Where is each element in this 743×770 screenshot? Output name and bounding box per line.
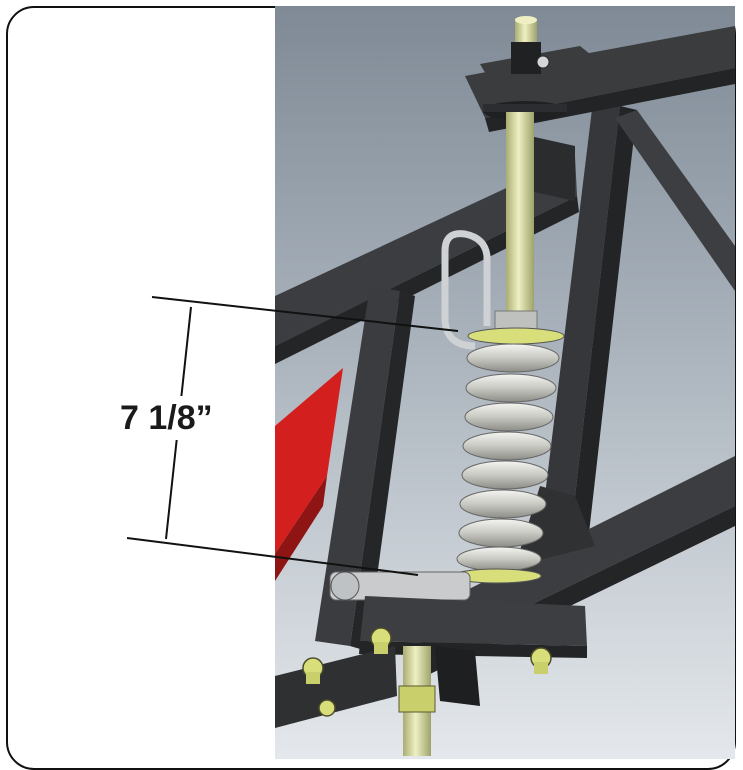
dimension-label: 7 1/8” [120,396,244,440]
stud-nut [398,685,436,713]
frame-brace-right [615,110,735,291]
piston-rod [506,112,534,326]
spring-collar-top [467,327,565,345]
frame-rail-top-right [465,26,735,118]
frame-tube-end [530,136,575,201]
shock-absorber-illustration [275,6,735,759]
frame-tube-lower-left [275,646,397,728]
red-side-panel [275,368,343,554]
base-mount-plate [360,596,587,646]
mounting-bolts [302,627,552,717]
coil-spring [456,343,560,572]
pin-collar [511,42,541,74]
suspension-assembly-drawing [275,6,735,759]
spring-hoop [441,230,491,326]
frame-post-right [537,101,620,566]
frame-tube-lower-center [435,646,480,706]
